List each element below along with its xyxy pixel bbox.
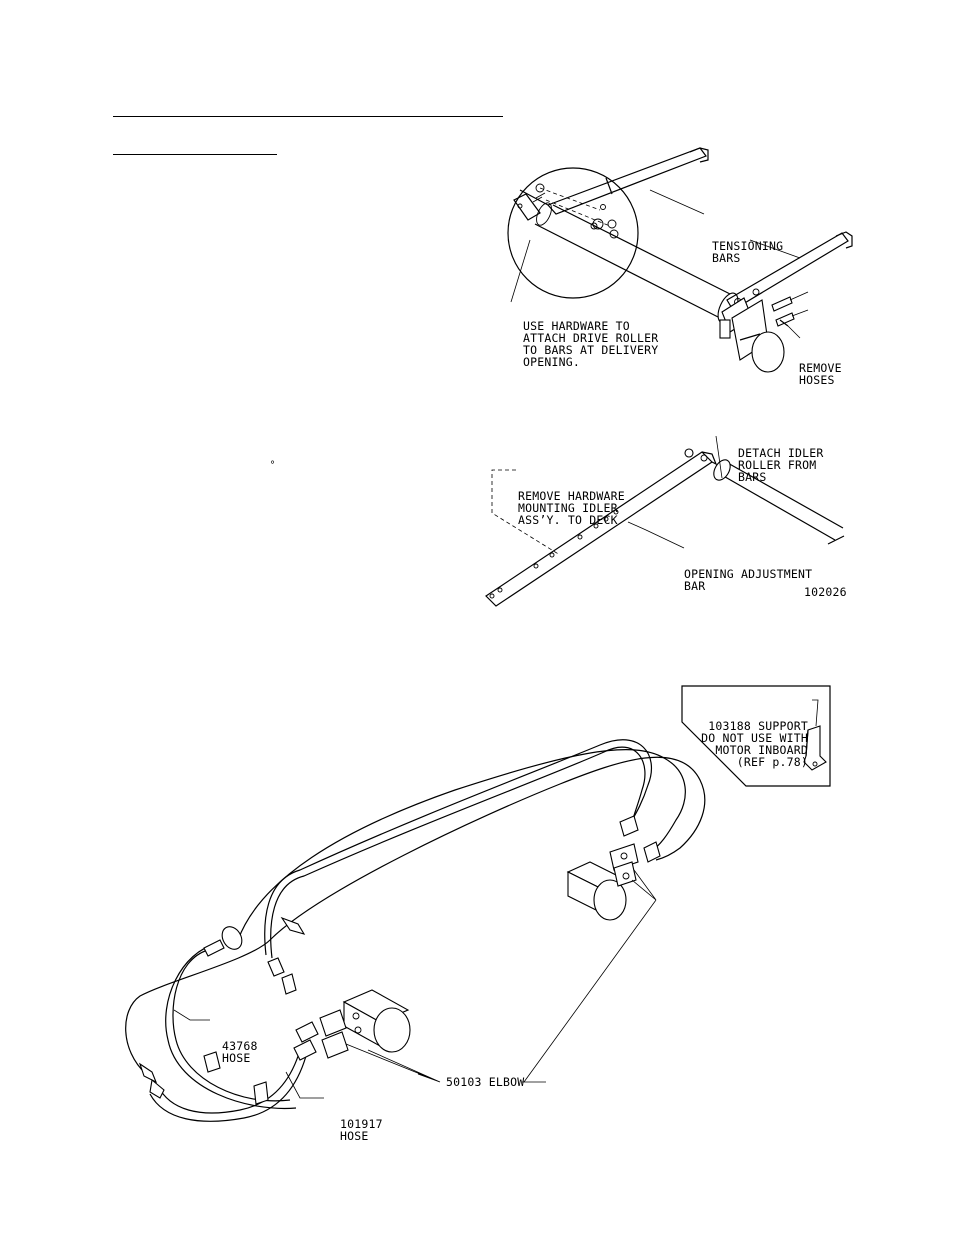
hose-101917-leader [285, 1071, 324, 1099]
tensioning-leader [649, 189, 801, 259]
remove-hardware-leader [491, 469, 561, 556]
motor-upper [566, 843, 639, 921]
motor-lower [319, 989, 411, 1059]
detach-idler-leader [715, 435, 723, 479]
opening-adjustment-leader [627, 521, 685, 549]
support-leader [812, 699, 819, 727]
idler-roller [713, 459, 845, 545]
support-bracket [803, 725, 827, 771]
hose-43768-leader [173, 1009, 210, 1021]
idler-nut [684, 448, 694, 458]
figure-number: 102026 [804, 585, 847, 599]
use-hardware-leader [510, 239, 531, 303]
fig2-fittings [138, 815, 661, 1105]
heading-rule-1 [113, 116, 503, 117]
label-elbow: 50103 ELBOW [446, 1075, 525, 1089]
drive-motor [719, 297, 785, 373]
tensioning-bar-left [519, 147, 709, 230]
hose-fittings [771, 291, 809, 327]
degree-symbol: ° [270, 460, 275, 471]
elbow-leaders [345, 869, 657, 1083]
remove-hoses-leader [787, 325, 801, 339]
heading-rule-2 [113, 154, 277, 155]
detail-circle [507, 167, 639, 299]
long-hoses [125, 739, 706, 1122]
support-detail-box [681, 685, 831, 787]
detail-hardware [513, 183, 619, 239]
opening-adjustment-bar [485, 451, 718, 607]
